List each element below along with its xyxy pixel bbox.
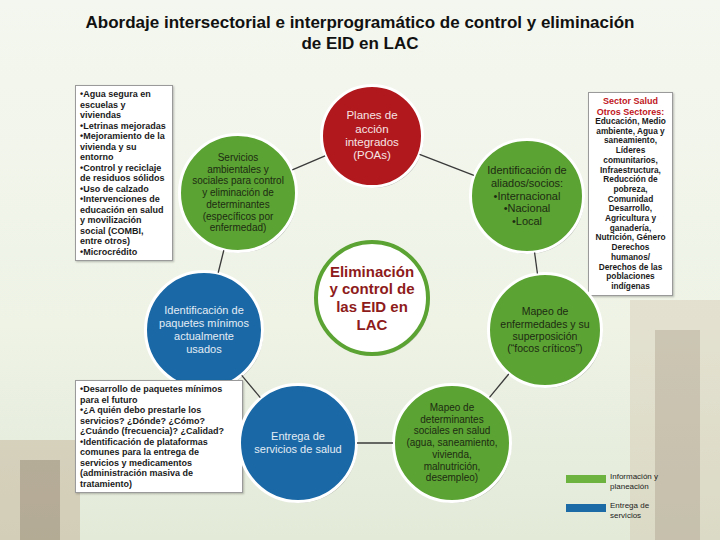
circle-label: •Internacional (494, 190, 561, 203)
photo-right-figure (655, 330, 700, 540)
info-circle: Servicios ambientales y sociales para co… (178, 133, 298, 253)
text-holder: Mapeo de determinantes sociales en salud… (404, 395, 500, 491)
legend-swatch (566, 475, 606, 483)
legend-label: Entrega de servicios (610, 501, 672, 521)
text-holder: Identificación de aliados/socios:•Intern… (481, 150, 574, 243)
legend: Información y planeaciónEntrega de servi… (566, 472, 676, 530)
info-circle: Identificación de aliados/socios:•Intern… (469, 138, 585, 254)
text-holder: Mapeo de enfermedades y su superposición… (499, 284, 592, 377)
connector-line (489, 374, 508, 397)
text-holder: Eliminación y control de las EID en LAC (326, 252, 419, 345)
photo-left-figure (20, 460, 60, 540)
circle-fill (471, 140, 584, 253)
info-circle: Mapeo de determinantes sociales en salud… (392, 383, 512, 503)
circle-label: Servicios ambientales y sociales para co… (190, 152, 286, 234)
box-item: •¿A quién debo prestarle los servicios? … (80, 405, 238, 437)
diagram-title: Abordaje intersectorial e interprogramát… (80, 12, 640, 54)
legend-row: Entrega de servicios (566, 501, 676, 521)
box-item: Educación, Medio ambiente, Agua y saneam… (593, 117, 668, 292)
info-circle: Mapeo de enfermedades y su superposición… (487, 272, 603, 388)
connector-line (535, 252, 538, 273)
circle-label: •Nacional (504, 202, 551, 215)
connector-line (218, 250, 224, 272)
circle-fill (316, 242, 428, 354)
text-holder: •Desarrollo de paquetes mínimos para el … (80, 384, 238, 489)
box-item: •Identificación de plataformas comunes p… (80, 437, 238, 490)
photo-left (0, 440, 80, 540)
text-holder: Servicios ambientales y sociales para co… (190, 145, 286, 241)
box-item: •Desarrollo de paquetes mínimos para el … (80, 384, 238, 405)
circle-fill (146, 272, 263, 389)
box-item: •Agua segura en escuelas y viviendas (80, 89, 168, 121)
circle-label: Entrega de servicios de salud (250, 430, 346, 456)
text-holder: Identificación de paquetes mínimos actua… (156, 282, 252, 378)
box-item: •Uso de calzado (80, 184, 168, 195)
connector-line (357, 442, 393, 443)
text-holder: Planes de acción integrados (POAs) (330, 94, 413, 177)
box-item: •Mejoramiento de la vivienda y su entorn… (80, 131, 168, 163)
sector-list-box: Sector Salud Otros Sectores:Educación, M… (588, 92, 673, 296)
circle-label: Mapeo de enfermedades y su superposición… (499, 305, 592, 354)
box-item: •Intervenciones de educación en salud y … (80, 194, 168, 247)
box-heading: Sector Salud Otros Sectores: (593, 96, 668, 117)
circle-label: Identificación de paquetes mínimos actua… (156, 304, 252, 355)
delivery-circle: Identificación de paquetes mínimos actua… (144, 270, 264, 390)
text-holder: •Agua segura en escuelas y viviendas•Let… (80, 89, 168, 257)
circle-fill (240, 385, 357, 502)
text-holder: Entrega de servicios de salud (250, 395, 346, 491)
legend-swatch (566, 504, 606, 512)
text-holder: Sector Salud Otros Sectores:Educación, M… (593, 96, 668, 292)
circle-label: Identificación de aliados/socios: (481, 164, 574, 190)
box-item: •Control y reciclaje de residuos sólidos (80, 163, 168, 184)
circle-fill (394, 385, 511, 502)
connector-line (420, 154, 474, 175)
legend-row: Información y planeación (566, 472, 676, 492)
circle-fill (489, 274, 602, 387)
connector-line (242, 375, 261, 397)
plan-circle: Planes de acción integrados (POAs) (320, 84, 424, 188)
box-item: •Microcrédito (80, 247, 168, 258)
central-goal-circle: Eliminación y control de las EID en LAC (314, 240, 430, 356)
circle-label: Mapeo de determinantes sociales en salud… (404, 402, 500, 484)
circle-label: •Local (512, 215, 542, 228)
circle-label: Eliminación y control de las EID en LAC (326, 263, 419, 333)
intervention-list-box: •Agua segura en escuelas y viviendas•Let… (75, 85, 173, 261)
legend-label: Información y planeación (610, 472, 672, 492)
circle-fill (322, 86, 423, 187)
circle-label: Planes de acción integrados (POAs) (330, 109, 413, 163)
delivery-circle: Entrega de servicios de salud (238, 383, 358, 503)
connector-line (292, 156, 325, 170)
future-package-box: •Desarrollo de paquetes mínimos para el … (75, 380, 243, 493)
box-item: •Letrinas mejoradas (80, 121, 168, 132)
circle-fill (180, 135, 297, 252)
